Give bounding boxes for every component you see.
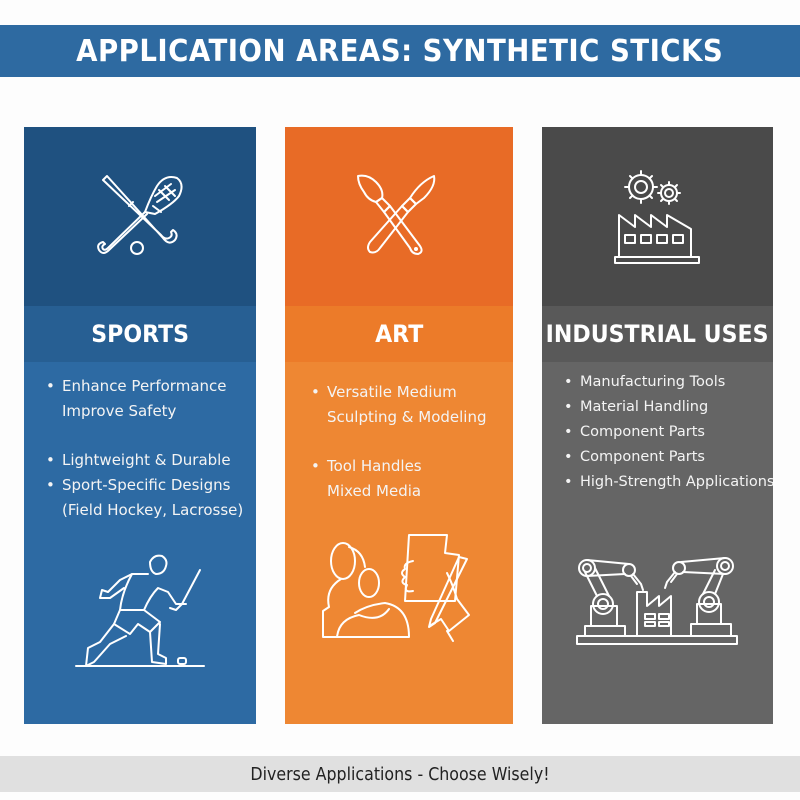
robotic-arms-illustration-wrap: [542, 552, 773, 652]
industrial-title-bar: INDUSTRIAL USES: [542, 306, 773, 362]
bullet-item: Sport-Specific Designs: [46, 473, 256, 498]
footer-banner: Diverse Applications - Choose Wisely!: [0, 756, 800, 792]
column-sports: SPORTS Enhance Performance Improve Safet…: [24, 127, 256, 724]
brush-and-knife-icon: [357, 174, 436, 255]
hockey-player-illustration: [75, 554, 205, 667]
sports-title-bar: SPORTS: [24, 306, 256, 362]
page-title: APPLICATION AREAS: SYNTHETIC STICKS: [76, 33, 724, 69]
column-art: ART Versatile Medium Sculpting & Modelin…: [285, 127, 513, 724]
bullet-item: Manufacturing Tools: [564, 370, 773, 395]
hockey-player-illustration-wrap: [24, 552, 256, 672]
art-title-bar: ART: [285, 306, 513, 362]
art-icon-panel: [285, 127, 513, 306]
crossed-sticks-icon: [97, 174, 183, 255]
bullet-item: Versatile Medium: [311, 380, 513, 405]
sports-title: SPORTS: [91, 320, 189, 348]
bullet-item: High-Strength Applications: [564, 470, 773, 495]
industrial-icon-panel: [542, 127, 773, 306]
bullet-item: Enhance Performance: [46, 374, 256, 399]
art-title: ART: [374, 320, 424, 348]
sports-icon-panel: [24, 127, 256, 306]
art-bullet-list: Versatile Medium Sculpting & Modeling To…: [285, 362, 513, 504]
column-industrial: INDUSTRIAL USES Manufacturing Tools Mate…: [542, 127, 773, 724]
bullet-item: Component Parts: [564, 445, 773, 470]
footer-text: Diverse Applications - Choose Wisely!: [250, 763, 550, 785]
industrial-body: Manufacturing Tools Material Handling Co…: [542, 362, 773, 724]
bullet-item: Lightweight & Durable: [46, 448, 256, 473]
bullet-item-continuation: Sculpting & Modeling: [327, 408, 487, 426]
art-body: Versatile Medium Sculpting & Modeling To…: [285, 362, 513, 724]
sports-bullet-list: Enhance Performance Improve Safety Light…: [24, 362, 256, 523]
sports-body: Enhance Performance Improve Safety Light…: [24, 362, 256, 724]
bullet-item: Material Handling: [564, 395, 773, 420]
sculpting-drawing-illustration-wrap: [285, 527, 513, 657]
bullet-item: Component Parts: [564, 420, 773, 445]
industrial-bullet-list: Manufacturing Tools Material Handling Co…: [542, 362, 773, 495]
bullet-item-continuation: (Field Hockey, Lacrosse): [62, 501, 244, 519]
factory-gears-icon: [613, 169, 700, 264]
sculpting-drawing-illustration: [322, 534, 470, 642]
industrial-title: INDUSTRIAL USES: [546, 320, 769, 348]
bullet-item-continuation: Mixed Media: [327, 482, 422, 500]
header-banner: APPLICATION AREAS: SYNTHETIC STICKS: [0, 25, 800, 77]
bullet-item-continuation: Improve Safety: [62, 402, 177, 420]
bullet-item: Tool Handles: [311, 454, 513, 479]
robotic-arms-factory-illustration: [575, 557, 738, 645]
